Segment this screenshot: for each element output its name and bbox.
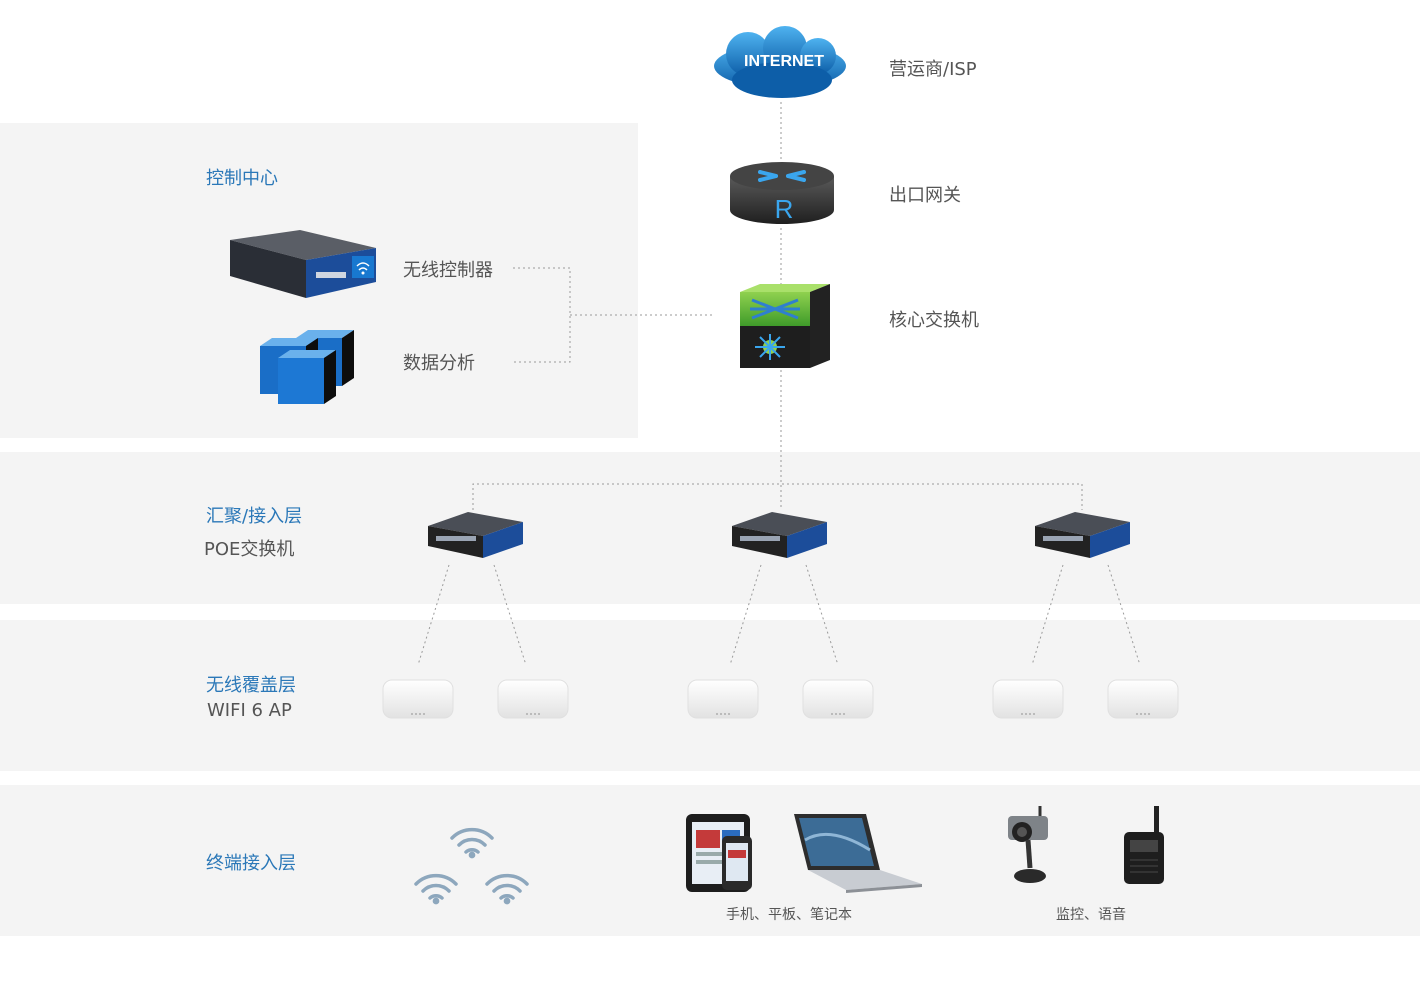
- internet-cloud-icon: INTERNET: [714, 26, 846, 98]
- data-analysis-label: 数据分析: [403, 353, 475, 374]
- wireless-controller-icon: [230, 230, 376, 298]
- wifi-signal-icon: [414, 873, 458, 905]
- security-camera-icon: [1008, 806, 1048, 883]
- internet-text: INTERNET: [744, 53, 824, 70]
- access-point-icon: [687, 679, 759, 719]
- tablet-phone-icon: [686, 814, 752, 892]
- core-switch-icon: [740, 284, 830, 368]
- poe-switch-icon: [428, 512, 523, 558]
- gateway-label: 出口网关: [889, 185, 961, 206]
- wireless-layer-title: 无线覆盖层: [206, 675, 296, 696]
- access-point-icon: [802, 679, 874, 719]
- control-center-title: 控制中心: [206, 168, 278, 189]
- core-switch-label: 核心交换机: [889, 310, 979, 331]
- svg-text:R: R: [775, 194, 794, 224]
- aggregation-layer-subtitle: POE交换机: [204, 539, 295, 560]
- devices-caption: 手机、平板、笔记本: [726, 907, 852, 923]
- poe-switch-icon: [732, 512, 827, 558]
- wifi-signal-icon: [485, 873, 529, 905]
- wireless-controller-label: 无线控制器: [403, 260, 493, 281]
- access-point-icon: [1107, 679, 1179, 719]
- connection-lines: [417, 102, 1141, 666]
- wifi-signal-icon: [450, 827, 494, 859]
- walkie-talkie-icon: [1124, 806, 1164, 884]
- terminal-layer-title: 终端接入层: [206, 853, 296, 874]
- isp-label: 营运商/ISP: [889, 59, 977, 80]
- access-point-icon: [382, 679, 454, 719]
- aggregation-layer-band: [0, 452, 1420, 604]
- laptop-icon: [794, 814, 922, 893]
- access-point-icon: [497, 679, 569, 719]
- monitor-caption: 监控、语音: [1056, 907, 1126, 923]
- access-point-icon: [992, 679, 1064, 719]
- aggregation-layer-title: 汇聚/接入层: [206, 506, 303, 527]
- router-icon: R: [730, 162, 834, 224]
- poe-switch-icon: [1035, 512, 1130, 558]
- data-analysis-servers-icon: [260, 330, 354, 404]
- wireless-layer-subtitle: WIFI 6 AP: [207, 700, 292, 721]
